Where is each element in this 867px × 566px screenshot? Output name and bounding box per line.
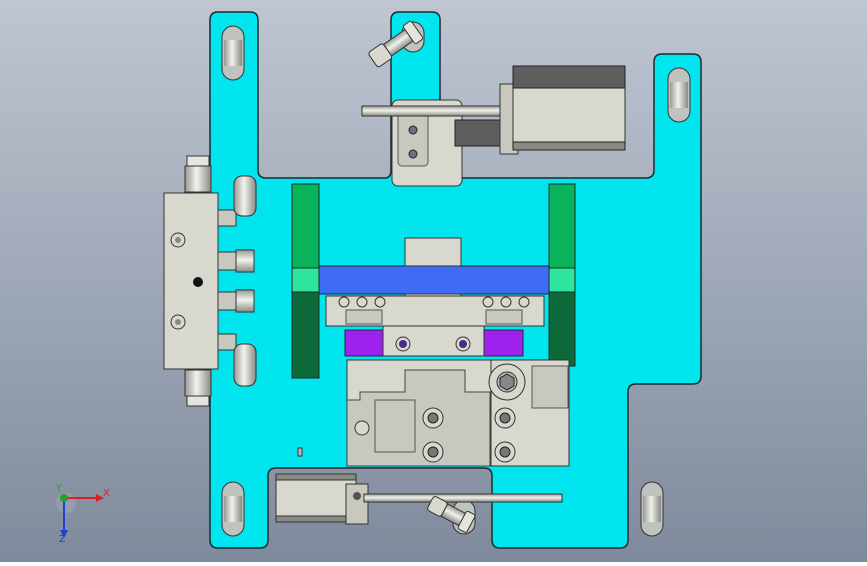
slot-top-right — [667, 67, 691, 123]
axis-z-label: Z — [59, 534, 66, 545]
purple-block-right — [483, 329, 524, 357]
axis-triad — [56, 493, 104, 538]
main-body-block[interactable] — [346, 359, 570, 467]
valve-manifold[interactable] — [163, 155, 257, 407]
gripper-screws-right — [482, 296, 530, 325]
cylinder-rod — [361, 105, 503, 117]
manifold-top-fitting[interactable] — [184, 155, 212, 193]
manifold-bottom-fitting[interactable] — [184, 369, 212, 407]
slot-top-left — [221, 25, 245, 81]
axis-z-arrow — [60, 530, 68, 538]
axis-x-label: X — [103, 488, 110, 499]
guide-rail-right[interactable] — [548, 183, 576, 367]
bottom-cylinder-assembly[interactable] — [275, 473, 563, 525]
axis-y-dot — [60, 494, 68, 502]
gripper-screws-left — [338, 296, 386, 325]
fitting-bottom-angled[interactable] — [426, 494, 476, 533]
manifold-fitting-3[interactable] — [217, 289, 255, 313]
axis-y-label: Y — [56, 484, 62, 494]
purple-block-left — [344, 329, 384, 357]
slot-bottom-left — [221, 481, 245, 537]
manifold-elbow-fitting-4[interactable] — [217, 333, 257, 387]
center-slider-top — [404, 237, 462, 267]
guide-rail-left[interactable] — [291, 183, 320, 379]
gripper-carriage[interactable] — [325, 295, 545, 357]
locating-pin — [297, 447, 303, 457]
top-cylinder-assembly[interactable] — [361, 65, 626, 187]
slot-bottom-right — [640, 481, 664, 537]
bottom-cylinder-rod — [363, 493, 563, 503]
fitting-top-angled[interactable] — [367, 20, 424, 70]
blue-cross-bar[interactable] — [318, 265, 550, 295]
manifold-fitting-2[interactable] — [217, 249, 255, 273]
manifold-elbow-fitting-1[interactable] — [217, 175, 257, 227]
axis-x-arrow — [96, 494, 104, 502]
